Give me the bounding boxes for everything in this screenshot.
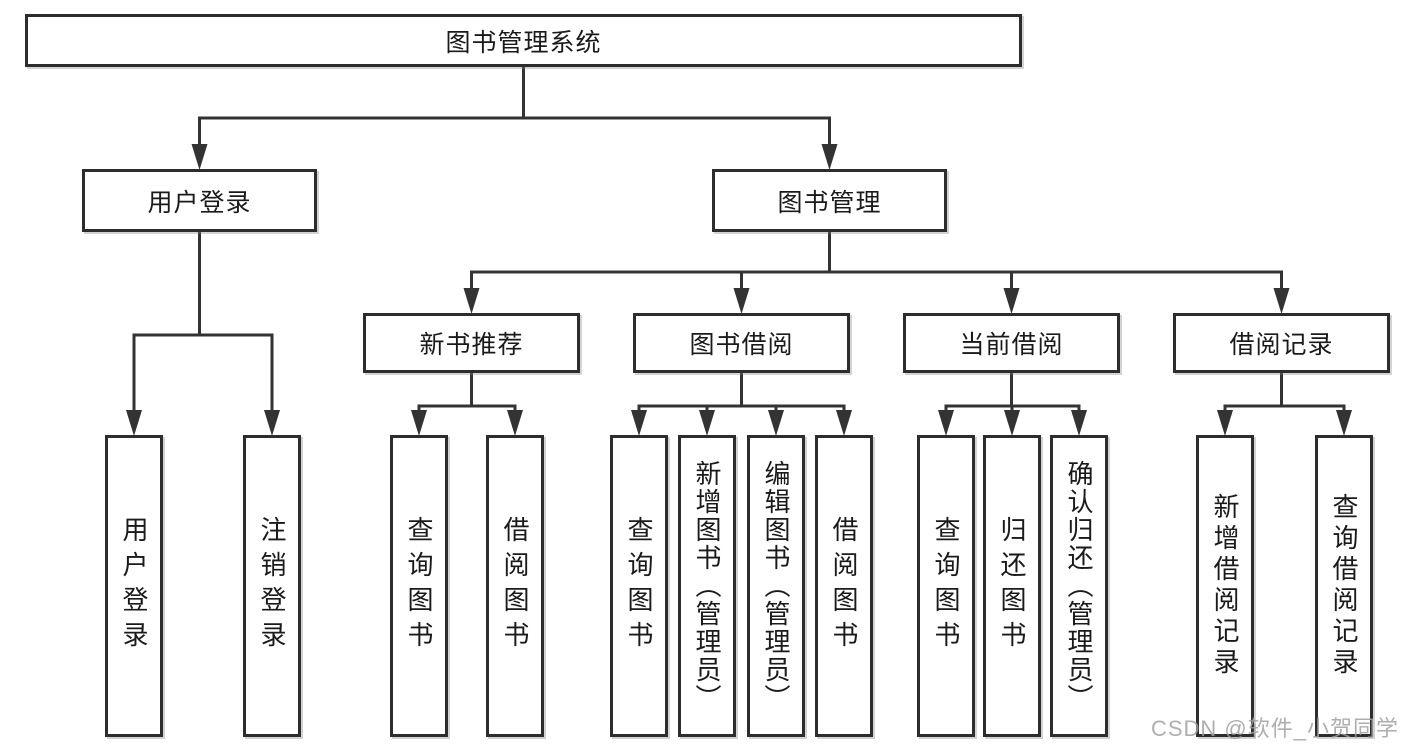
connector-leaf-rcd-query-arrowhead <box>1336 410 1352 436</box>
connector-leaf-rec-borrow-arrowhead <box>507 410 523 436</box>
node-leaf-cur-confirm: 确认归还（管理员） <box>1050 435 1108 737</box>
node-borrow-records: 借阅记录 <box>1173 313 1390 373</box>
connector-current-borrow-arrowhead <box>1003 288 1020 314</box>
node-leaf-rcd-add: 新增借阅记录 <box>1196 435 1254 737</box>
node-leaf-user-login: 用户登录 <box>105 435 163 737</box>
node-leaf-bor-borrow: 借阅图书 <box>815 435 873 737</box>
node-label: 图书借阅 <box>689 331 794 359</box>
watermark: CSDN @软件_小贺同学 <box>1150 716 1399 741</box>
node-label: 新书推荐 <box>419 331 524 359</box>
node-leaf-bor-add: 新增图书（管理员） <box>678 435 736 737</box>
connector-leaf-cur-confirm-arrowhead <box>1071 410 1087 436</box>
node-book-borrow: 图书借阅 <box>633 313 850 373</box>
connector-leaf-rec-query-arrowhead <box>411 410 427 436</box>
node-leaf-bor-edit: 编辑图书（管理员） <box>747 435 805 737</box>
node-label: 借阅图书 <box>500 516 530 656</box>
node-label: 查询借阅记录 <box>1329 493 1359 679</box>
connector-leaf-cur-query-arrowhead <box>938 410 954 436</box>
connector-book-borrow-arrowhead <box>733 288 750 314</box>
node-leaf-rcd-query: 查询借阅记录 <box>1315 435 1373 737</box>
connector-leaf-bor-borrow-arrowhead <box>836 410 852 436</box>
connector-book-mgmt-arrowhead <box>821 144 838 170</box>
node-label: 用户登录 <box>147 188 252 217</box>
node-leaf-logout: 注销登录 <box>243 435 301 737</box>
node-label: 图书管理 <box>777 188 882 217</box>
node-label: 图书管理系统 <box>445 28 602 57</box>
node-leaf-cur-return: 归还图书 <box>983 435 1041 737</box>
node-new-book-rec: 新书推荐 <box>363 313 580 373</box>
connector-leaf-cur-return-arrowhead <box>1004 410 1020 436</box>
node-leaf-cur-query: 查询图书 <box>917 435 975 737</box>
node-label: 归还图书 <box>997 516 1027 656</box>
node-leaf-bor-query: 查询图书 <box>610 435 668 737</box>
node-user-login: 用户登录 <box>82 169 317 232</box>
node-label: 新增图书（管理员） <box>692 460 722 712</box>
connector-leaf-rcd-add-arrowhead <box>1217 410 1233 436</box>
node-label: 查询图书 <box>624 516 654 656</box>
node-leaf-rec-query: 查询图书 <box>390 435 448 737</box>
node-label: 借阅记录 <box>1229 331 1334 359</box>
connector-user-login-arrowhead <box>191 144 208 170</box>
node-root: 图书管理系统 <box>25 14 1022 67</box>
connector-leaf-bor-add-arrowhead <box>699 410 715 436</box>
node-label: 查询图书 <box>404 516 434 656</box>
connector-leaf-bor-query-arrowhead <box>631 410 647 436</box>
connector-leaf-user-login-arrowhead <box>126 410 142 436</box>
node-label: 借阅图书 <box>829 516 859 656</box>
node-book-mgmt: 图书管理 <box>712 169 947 232</box>
connector-new-book-rec-arrowhead <box>463 288 480 314</box>
node-current-borrow: 当前借阅 <box>903 313 1120 373</box>
node-label: 新增借阅记录 <box>1210 493 1240 679</box>
node-leaf-rec-borrow: 借阅图书 <box>486 435 544 737</box>
node-label: 编辑图书（管理员） <box>761 460 791 712</box>
connector-leaf-logout-arrowhead <box>264 410 280 436</box>
connector-leaf-bor-edit-arrowhead <box>768 410 784 436</box>
node-label: 用户登录 <box>119 516 149 656</box>
node-label: 注销登录 <box>257 516 287 656</box>
node-label: 当前借阅 <box>959 331 1064 359</box>
node-label: 确认归还（管理员） <box>1064 460 1094 712</box>
node-label: 查询图书 <box>931 516 961 656</box>
connector-borrow-records-arrowhead <box>1273 288 1290 314</box>
